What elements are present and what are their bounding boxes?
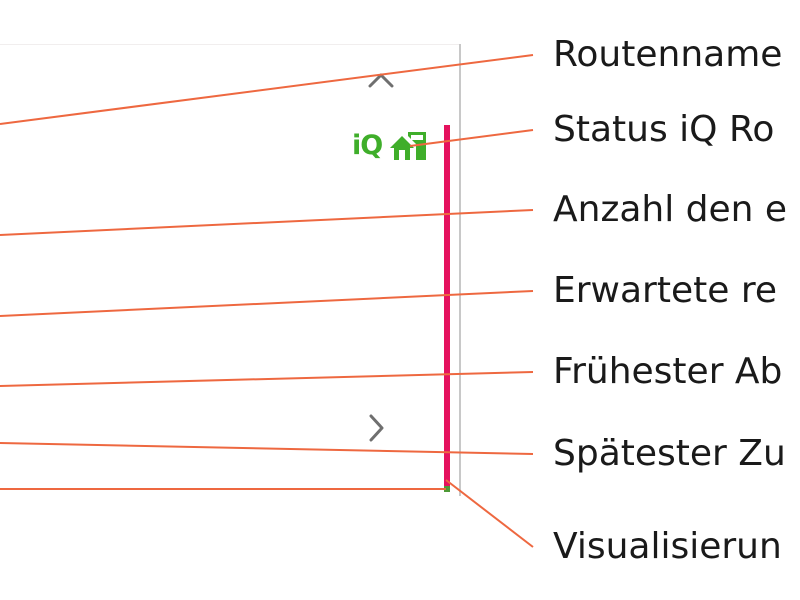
callout-line-status bbox=[409, 129, 534, 147]
card-right-border bbox=[459, 44, 461, 496]
callout-label-routenname: Routenname bbox=[553, 34, 783, 75]
route-visualization-bar bbox=[444, 125, 450, 490]
callout-line-visualisierung-b bbox=[445, 479, 534, 548]
chevron-right-icon[interactable] bbox=[366, 412, 388, 444]
callout-line-spaetester bbox=[0, 442, 534, 455]
callout-label-visualisierung: Visualisierun bbox=[553, 526, 782, 567]
callout-label-status: Status iQ Ro bbox=[553, 109, 775, 150]
callout-line-erwartete bbox=[0, 290, 534, 317]
route-bar-end-marker bbox=[444, 486, 450, 492]
iq-status-text: iQ bbox=[352, 130, 383, 161]
callout-label-spaetester: Spätester Zu bbox=[553, 433, 786, 474]
route-card[interactable] bbox=[0, 44, 460, 496]
callout-line-fruehester bbox=[0, 371, 534, 387]
callout-line-anzahl bbox=[0, 209, 534, 236]
callout-label-fruehester: Frühester Ab bbox=[553, 351, 783, 392]
callout-label-erwartete: Erwartete re bbox=[553, 270, 777, 311]
callout-label-anzahl: Anzahl den e bbox=[553, 189, 788, 230]
card-top-border bbox=[0, 44, 460, 45]
callout-line-routenname bbox=[0, 54, 534, 125]
